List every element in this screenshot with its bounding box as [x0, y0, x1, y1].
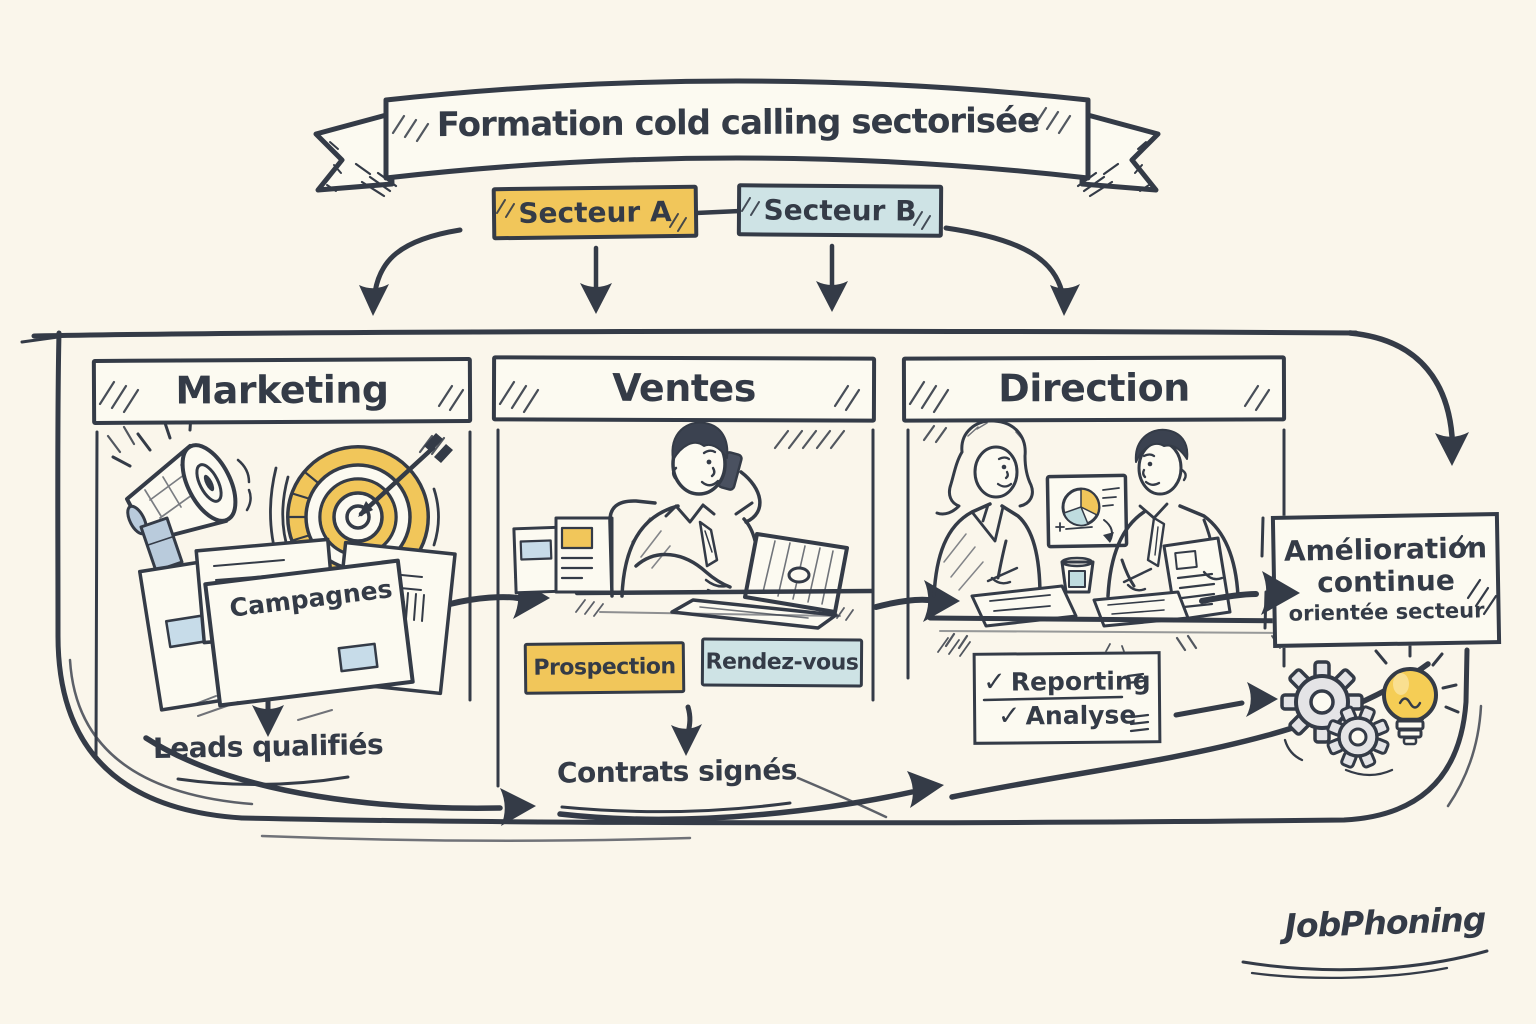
campaigns-document-label: Campagnes — [227, 574, 394, 623]
sector-a-box: Secteur A — [491, 184, 699, 241]
improvement-line: Amélioration — [1283, 531, 1488, 568]
prospection-tag: Prospection — [523, 641, 686, 695]
managers-illustration — [927, 419, 1307, 658]
continuous-improvement-box: Amélioration continue orientée secteur — [1270, 512, 1502, 648]
leads-output-label: Leads qualifiés — [152, 728, 384, 766]
check-icon: ✓ — [983, 666, 1006, 698]
checklist-row-reporting: ✓ Reporting — [983, 665, 1151, 698]
rendezvous-tag: Rendez-vous — [700, 637, 864, 688]
sector-b-box: Secteur B — [736, 183, 944, 238]
banner-title: Formation cold calling sectorisée — [436, 101, 1040, 146]
lightbulb-icon — [1374, 641, 1460, 746]
column-header-marketing: Marketing — [91, 357, 473, 425]
column-header-ventes: Ventes — [491, 355, 877, 423]
sector-arrowheads — [359, 281, 1080, 316]
target-icon — [269, 433, 453, 589]
checklist-item-label: Analyse — [1025, 699, 1137, 730]
improvement-line: continue — [1316, 564, 1456, 600]
checklist-item-label: Reporting — [1010, 665, 1151, 696]
gears-icon — [1280, 660, 1394, 777]
reporting-checklist-box: ✓ Reporting ✓ Analyse — [972, 651, 1162, 745]
brand-logo: JobPhoning — [1283, 899, 1487, 946]
campaign-documents-icon — [137, 537, 457, 721]
megaphone-icon — [111, 412, 252, 573]
salesperson-illustration — [512, 421, 875, 630]
sector-connectors — [372, 208, 1065, 295]
feedback-arrowhead-down — [1435, 432, 1469, 466]
check-icon: ✓ — [997, 699, 1021, 732]
contracts-output-label: Contrats signés — [556, 753, 798, 790]
improvement-line: orientée secteur — [1288, 597, 1485, 626]
checklist-row-analyse: ✓ Analyse — [997, 699, 1137, 732]
column-header-direction: Direction — [901, 355, 1287, 423]
